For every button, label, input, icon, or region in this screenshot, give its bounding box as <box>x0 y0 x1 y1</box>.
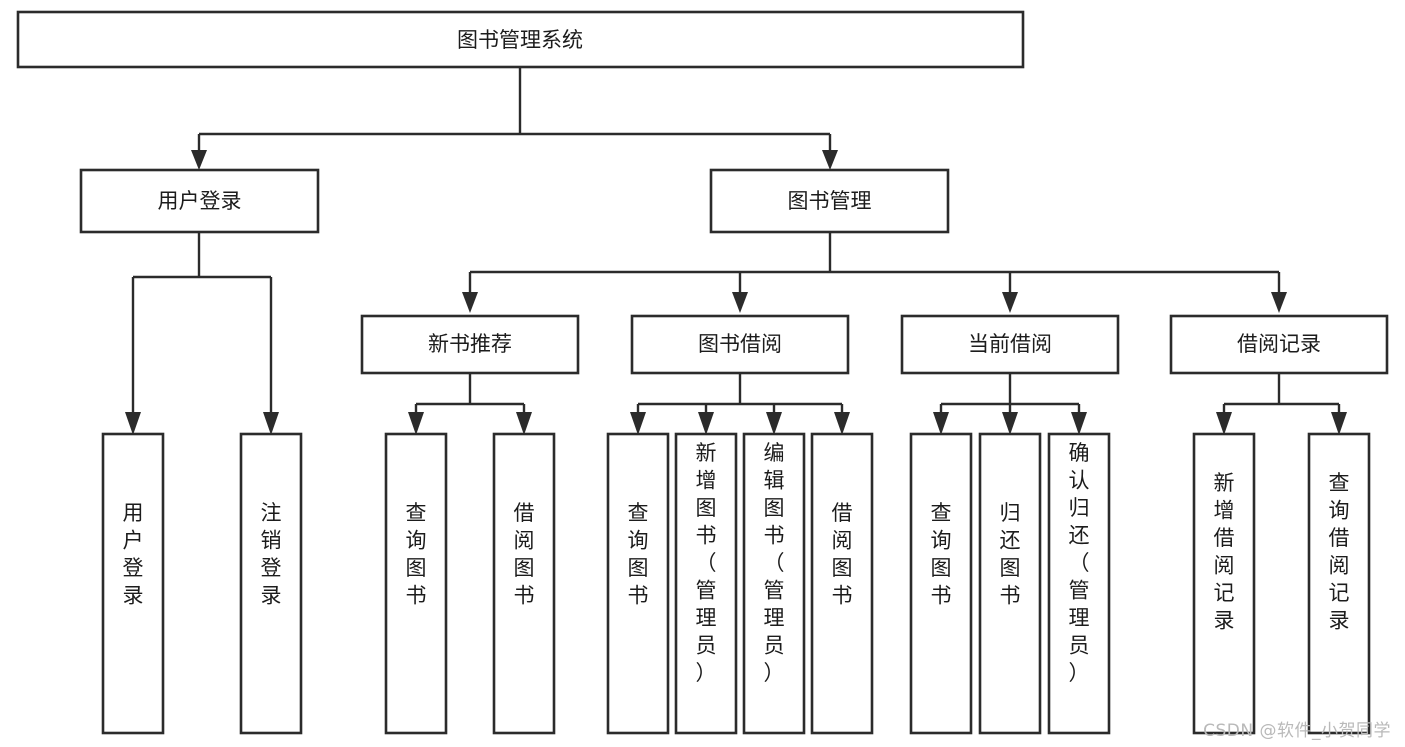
arrowhead-leaf-add-record <box>1216 412 1232 435</box>
node-leaf-user-login-label: 用户登录 <box>123 501 144 608</box>
arrowhead-leaf-add-book <box>698 412 714 435</box>
node-book-borrow-box[interactable] <box>630 314 850 375</box>
node-leaf-query-book-1-box[interactable] <box>384 432 448 735</box>
node-leaf-logout[interactable]: 注销登录 <box>239 432 303 735</box>
node-user-login[interactable]: 用户登录 <box>79 168 320 234</box>
node-leaf-query-book-2-box[interactable] <box>606 432 670 735</box>
node-leaf-query-book-2-label: 查询图书 <box>628 501 649 608</box>
node-leaf-query-book-1-label: 查询图书 <box>406 501 427 608</box>
node-leaf-add-record[interactable]: 新增借阅记录 <box>1192 432 1256 735</box>
node-root-label: 图书管理系统 <box>457 28 583 52</box>
arrowhead-leaf-borrow-book-1 <box>516 412 532 435</box>
node-leaf-query-record-label: 查询借阅记录 <box>1329 471 1350 633</box>
node-book-borrow-label: 图书借阅 <box>698 332 782 356</box>
arrowhead-leaf-edit-book <box>766 412 782 435</box>
arrowhead-bookborrow <box>732 292 748 313</box>
node-leaf-logout-box[interactable] <box>239 432 303 735</box>
arrowhead-currentborrow <box>1002 292 1018 313</box>
node-leaf-confirm-return[interactable]: 确认归还（管理员） <box>1047 432 1111 735</box>
arrowhead-leaf-user-login <box>125 412 141 435</box>
node-book-borrow[interactable]: 图书借阅 <box>630 314 850 375</box>
node-current-borrow-label: 当前借阅 <box>968 332 1052 356</box>
node-user-login-box[interactable] <box>79 168 320 234</box>
arrowhead-leaf-query-book-3 <box>933 412 949 435</box>
node-borrow-record[interactable]: 借阅记录 <box>1169 314 1389 375</box>
node-current-borrow-box[interactable] <box>900 314 1120 375</box>
node-root[interactable]: 图书管理系统 <box>16 10 1025 69</box>
arrowhead-userlogin <box>191 150 207 170</box>
node-leaf-edit-book-label: 编辑图书（管理员） <box>764 441 785 685</box>
node-root-box[interactable] <box>16 10 1025 69</box>
arrowhead-leaf-return-book <box>1002 412 1018 435</box>
arrowhead-leaf-query-book-2 <box>630 412 646 435</box>
connector-layer <box>125 67 1347 435</box>
arrowhead-leaf-query-book-1 <box>408 412 424 435</box>
arrowhead-bookmanage <box>822 150 838 170</box>
arrowhead-newbook <box>462 292 478 313</box>
node-borrow-record-label: 借阅记录 <box>1237 332 1321 356</box>
node-book-manage-label: 图书管理 <box>788 189 872 213</box>
node-leaf-query-book-3[interactable]: 查询图书 <box>909 432 973 735</box>
node-leaf-borrow-book-1-box[interactable] <box>492 432 556 735</box>
node-leaf-query-record[interactable]: 查询借阅记录 <box>1307 432 1371 735</box>
node-leaf-query-book-2[interactable]: 查询图书 <box>606 432 670 735</box>
node-leaf-add-book[interactable]: 新增图书（管理员） <box>674 432 738 735</box>
node-leaf-query-book-3-box[interactable] <box>909 432 973 735</box>
node-leaf-logout-label: 注销登录 <box>261 501 282 608</box>
arrowhead-borrowrecord <box>1271 292 1287 313</box>
node-new-book-rec-box[interactable] <box>360 314 580 375</box>
node-leaf-borrow-book-1-label: 借阅图书 <box>514 501 535 608</box>
node-leaf-borrow-book-2-box[interactable] <box>810 432 874 735</box>
node-leaf-add-book-label: 新增图书（管理员） <box>696 441 717 685</box>
node-book-manage[interactable]: 图书管理 <box>709 168 950 234</box>
node-leaf-confirm-return-box[interactable] <box>1047 432 1111 735</box>
node-leaf-borrow-book-2[interactable]: 借阅图书 <box>810 432 874 735</box>
node-leaf-add-record-box[interactable] <box>1192 432 1256 735</box>
node-leaf-return-book-label: 归还图书 <box>1000 501 1021 608</box>
node-new-book-rec-label: 新书推荐 <box>428 332 512 356</box>
arrowhead-leaf-logout <box>263 412 279 435</box>
node-leaf-return-book[interactable]: 归还图书 <box>978 432 1042 735</box>
node-current-borrow[interactable]: 当前借阅 <box>900 314 1120 375</box>
node-new-book-rec[interactable]: 新书推荐 <box>360 314 580 375</box>
node-leaf-add-record-label: 新增借阅记录 <box>1214 471 1235 633</box>
node-leaf-edit-book-box[interactable] <box>742 432 806 735</box>
node-leaf-add-book-box[interactable] <box>674 432 738 735</box>
node-user-login-label: 用户登录 <box>158 189 242 213</box>
node-leaf-query-record-box[interactable] <box>1307 432 1371 735</box>
node-leaf-borrow-book-2-label: 借阅图书 <box>832 501 853 608</box>
node-leaf-edit-book[interactable]: 编辑图书（管理员） <box>742 432 806 735</box>
node-leaf-query-book-3-label: 查询图书 <box>931 501 952 608</box>
arrowhead-leaf-confirm-return <box>1071 412 1087 435</box>
node-borrow-record-box[interactable] <box>1169 314 1389 375</box>
arrowhead-leaf-borrow-book-2 <box>834 412 850 435</box>
arrowhead-leaf-query-record <box>1331 412 1347 435</box>
node-book-manage-box[interactable] <box>709 168 950 234</box>
node-leaf-return-book-box[interactable] <box>978 432 1042 735</box>
node-leaf-user-login-box[interactable] <box>101 432 165 735</box>
node-leaf-query-book-1[interactable]: 查询图书 <box>384 432 448 735</box>
node-leaf-confirm-return-label: 确认归还（管理员） <box>1069 441 1090 685</box>
node-leaf-user-login[interactable]: 用户登录 <box>101 432 165 735</box>
node-leaf-borrow-book-1[interactable]: 借阅图书 <box>492 432 556 735</box>
